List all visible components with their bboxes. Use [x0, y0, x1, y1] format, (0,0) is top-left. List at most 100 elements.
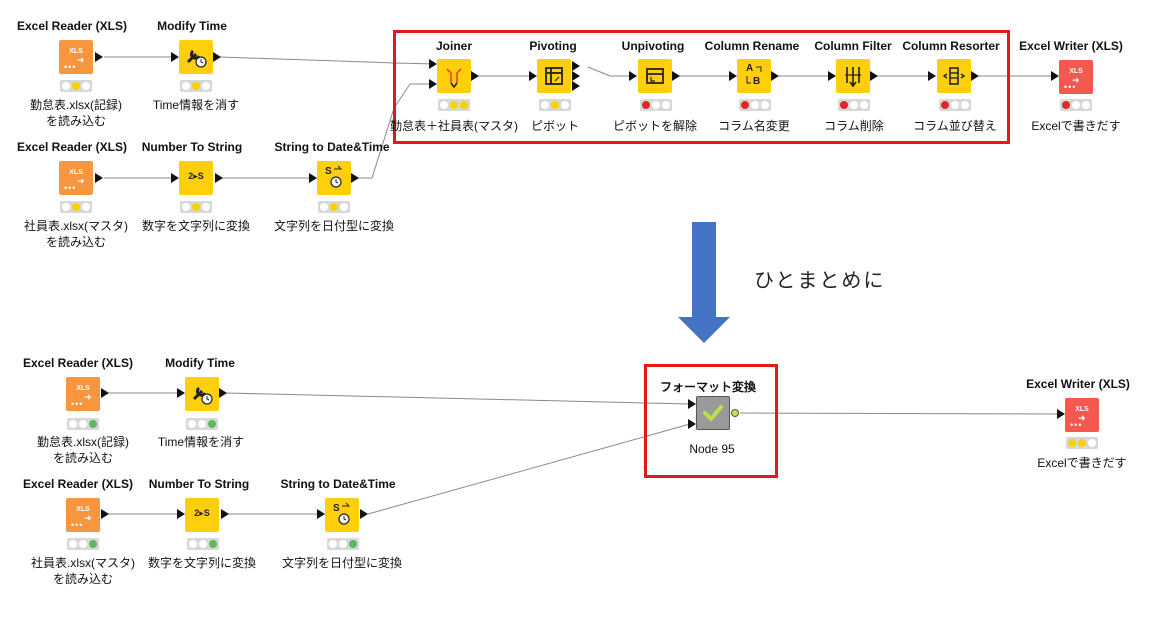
selection-box — [644, 364, 778, 478]
status-lights — [186, 418, 218, 430]
node-title: Excel Reader (XLS) — [16, 19, 128, 33]
joiner-icon[interactable] — [437, 59, 471, 93]
status-lights — [838, 99, 870, 111]
excel-writer-icon[interactable]: XLS ➜ ••• — [1065, 398, 1099, 432]
excel-reader-icon[interactable]: XLS ➜ ••• — [66, 377, 100, 411]
excel-reader-icon[interactable]: XLS ➜ ••• — [59, 40, 93, 74]
string-to-date-icon[interactable]: S — [325, 498, 359, 532]
input-port[interactable] — [309, 173, 317, 183]
checkmark-icon[interactable] — [696, 396, 730, 430]
input-port-right[interactable] — [429, 79, 437, 89]
node-title: Excel Reader (XLS) — [22, 477, 134, 491]
input-port[interactable] — [729, 71, 737, 81]
output-port[interactable] — [219, 388, 227, 398]
status-lights — [187, 538, 219, 550]
input-port-1[interactable] — [688, 399, 696, 409]
node-label: Time情報を消す — [157, 435, 245, 449]
status-lights — [60, 201, 92, 213]
status-lights — [180, 201, 212, 213]
input-port[interactable] — [317, 509, 325, 519]
excel-writer-icon[interactable]: XLS ➜ ••• — [1059, 60, 1093, 94]
output-port[interactable] — [221, 509, 229, 519]
output-port[interactable] — [971, 71, 979, 81]
node-title: Joiner — [435, 39, 472, 53]
output-port[interactable] — [95, 173, 103, 183]
node-label: Time情報を消す — [152, 98, 240, 112]
input-port[interactable] — [828, 71, 836, 81]
node-label: 勤怠表.xlsx(記録) — [30, 98, 122, 112]
node-title: Column Rename — [704, 39, 800, 53]
input-port[interactable] — [1051, 71, 1059, 81]
wrench-clock-icon[interactable] — [179, 40, 213, 74]
node-title: フォーマット変換 — [659, 380, 756, 394]
node-title: Number To String — [148, 477, 250, 491]
status-lights — [438, 99, 470, 111]
status-lights — [327, 538, 359, 550]
output-port[interactable] — [215, 173, 223, 183]
status-lights — [939, 99, 971, 111]
unpivot-icon[interactable] — [638, 59, 672, 93]
output-port[interactable] — [213, 52, 221, 62]
output-port[interactable] — [471, 71, 479, 81]
number-to-string-icon[interactable]: 2▸S — [185, 498, 219, 532]
node-title: Column Filter — [814, 39, 892, 53]
input-port[interactable] — [1057, 409, 1065, 419]
node-title: String to Date&Time — [274, 140, 390, 154]
excel-reader-icon[interactable]: XLS ➜ ••• — [66, 498, 100, 532]
column-filter-icon[interactable] — [836, 59, 870, 93]
output-port[interactable] — [95, 52, 103, 62]
node-label: 文字列を日付型に変換 — [281, 556, 402, 570]
status-lights — [67, 538, 99, 550]
number-to-string-icon[interactable]: 2▸S — [179, 161, 213, 195]
output-port[interactable] — [101, 388, 109, 398]
node-title: Excel Reader (XLS) — [22, 356, 134, 370]
input-port[interactable] — [629, 71, 637, 81]
node-label: Excelで書きだす — [1031, 119, 1121, 133]
output-port[interactable] — [672, 71, 680, 81]
node-label: コラム並び替え — [913, 119, 997, 133]
string-to-date-icon[interactable]: S — [317, 161, 351, 195]
node-label: Excelで書きだす — [1037, 456, 1127, 470]
output-port-3[interactable] — [572, 81, 580, 91]
input-port[interactable] — [171, 52, 179, 62]
output-port[interactable] — [731, 409, 739, 417]
node-label: 社員表.xlsx(マスタ) — [24, 219, 128, 233]
status-lights — [67, 418, 99, 430]
output-port[interactable] — [360, 509, 368, 519]
node-label: 勤怠表＋社員表(マスタ) — [390, 119, 518, 133]
input-port[interactable] — [928, 71, 936, 81]
node-label: 勤怠表.xlsx(記録) — [37, 435, 129, 449]
rename-icon[interactable]: A B — [737, 59, 771, 93]
node-label: ピボットを解除 — [612, 119, 697, 133]
input-port-left[interactable] — [429, 59, 437, 69]
excel-reader-icon[interactable]: XLS ➜ ••• — [59, 161, 93, 195]
input-port[interactable] — [177, 509, 185, 519]
status-lights — [318, 201, 350, 213]
node-label: を読み込む — [45, 235, 106, 249]
output-port[interactable] — [771, 71, 779, 81]
annotation-text: ひとまとめに — [754, 270, 886, 292]
node-label: 文字列を日付型に変換 — [273, 219, 394, 233]
input-port[interactable] — [177, 388, 185, 398]
output-port-1[interactable] — [572, 61, 580, 71]
node-title: Modify Time — [165, 356, 235, 370]
column-resorter-icon[interactable] — [937, 59, 971, 93]
output-port[interactable] — [351, 173, 359, 183]
wrench-clock-icon[interactable] — [185, 377, 219, 411]
output-port-2[interactable] — [572, 71, 580, 81]
output-port[interactable] — [870, 71, 878, 81]
node-label: を読み込む — [45, 114, 106, 128]
output-port[interactable] — [101, 509, 109, 519]
node-label: を読み込む — [52, 451, 113, 465]
node-label: Node 95 — [689, 442, 735, 456]
status-lights — [1066, 437, 1098, 449]
node-label: ピボット — [530, 119, 579, 133]
input-port[interactable] — [529, 71, 537, 81]
input-port[interactable] — [171, 173, 179, 183]
input-port-2[interactable] — [688, 419, 696, 429]
node-title: Unpivoting — [621, 39, 685, 53]
pivot-table-icon[interactable] — [537, 59, 571, 93]
status-lights — [60, 80, 92, 92]
node-title: Column Resorter — [902, 39, 1000, 53]
status-lights — [739, 99, 771, 111]
